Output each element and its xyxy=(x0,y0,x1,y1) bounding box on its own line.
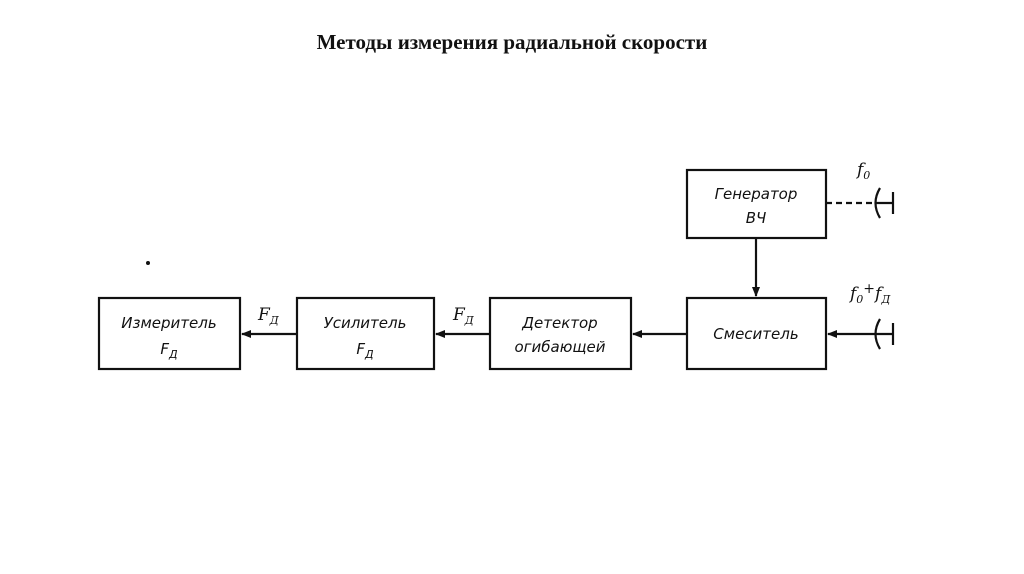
transmit-antenna-icon xyxy=(874,187,895,219)
signal-label-f0: f0 xyxy=(855,160,870,182)
scan-speck xyxy=(146,261,150,265)
mixer-label: Смеситель xyxy=(713,325,798,343)
mixer-block: Смеситель xyxy=(685,296,828,371)
generator-block: Генератор ВЧ xyxy=(685,168,828,240)
amplifier-label-line2: FД xyxy=(356,340,374,361)
slide-title: Методы измерения радиальной скорости xyxy=(316,30,708,54)
detector-label-line1: Детектор xyxy=(521,314,597,332)
detector-label-line2: огибающей xyxy=(515,338,606,356)
generator-label-line2: ВЧ xyxy=(746,209,767,227)
signal-label-fd-detector-amplifier: FД xyxy=(452,305,475,327)
generator-label-line1: Генератор xyxy=(715,185,798,203)
detector-block: Детектор огибающей xyxy=(488,296,633,371)
amplifier-label-line1: Усилитель xyxy=(324,314,407,332)
signal-label-fd-amplifier-meter: FД xyxy=(257,305,280,327)
meter-block: Измеритель FД xyxy=(97,296,242,371)
receive-antenna-icon xyxy=(874,318,895,350)
meter-label-line1: Измеритель xyxy=(121,314,216,332)
meter-label-line2: FД xyxy=(160,340,178,361)
signal-label-f0-plus-fd: f0+fД xyxy=(848,281,891,306)
amplifier-block: Усилитель FД xyxy=(295,296,436,371)
